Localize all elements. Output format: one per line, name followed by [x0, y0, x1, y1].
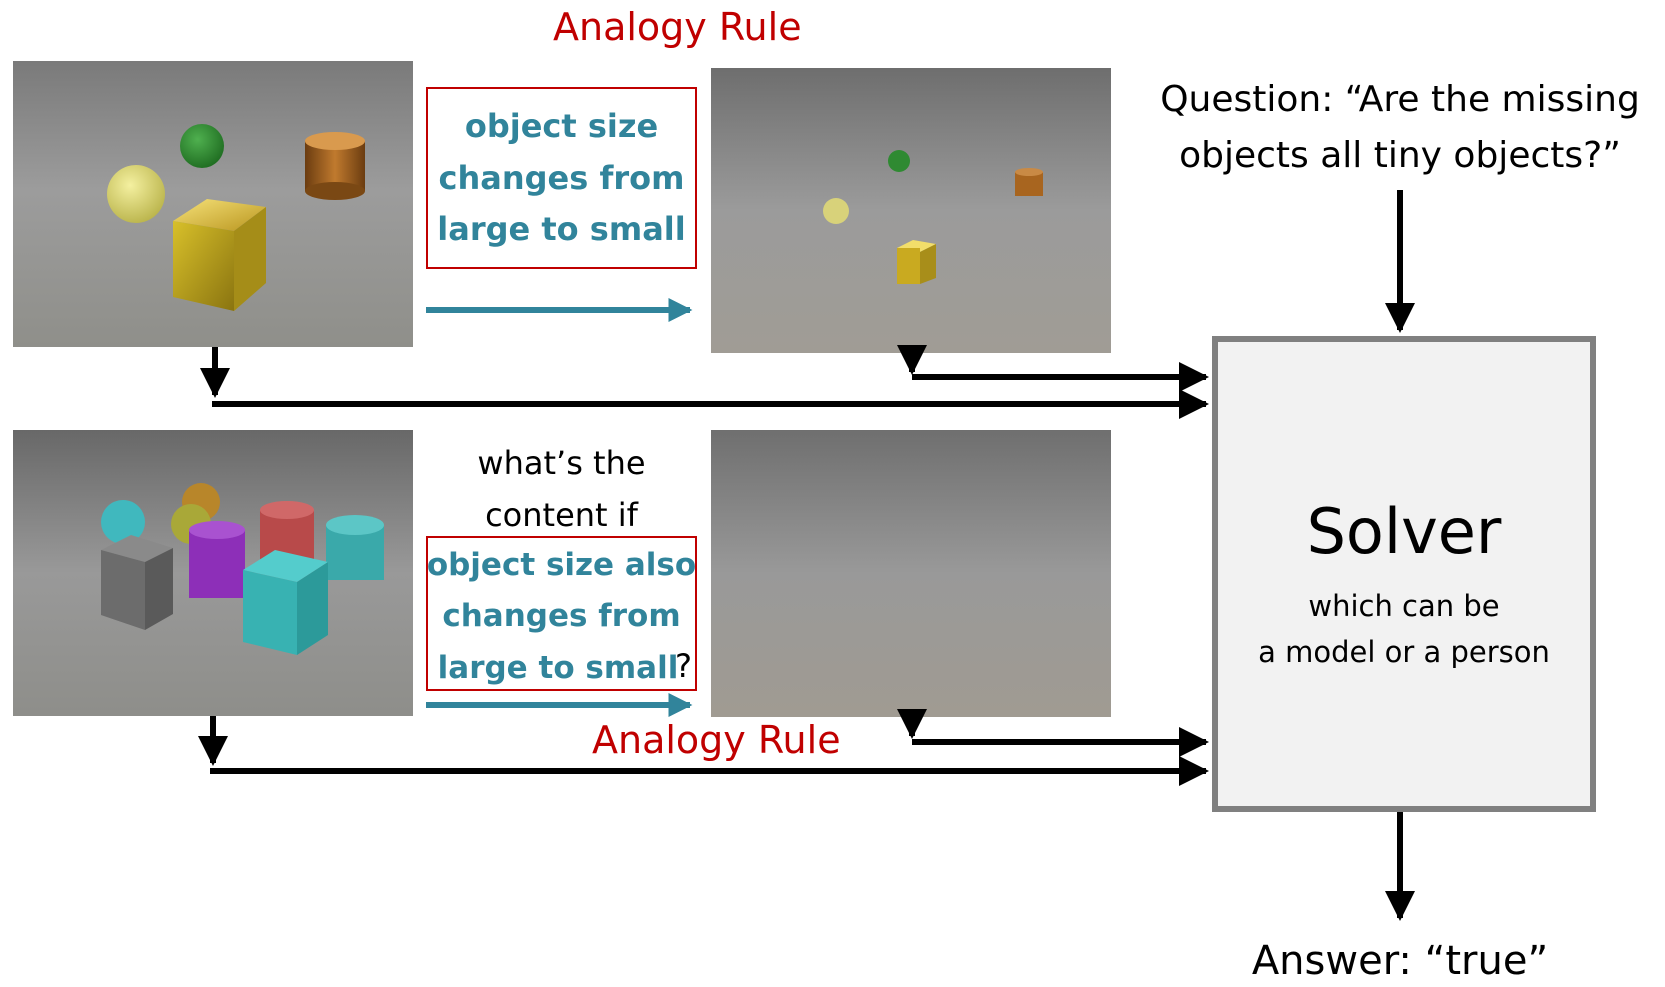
- question-line-1: Question: “Are the missing: [1160, 79, 1640, 120]
- gold-cube: [173, 199, 266, 311]
- query-intro-line-2: content if: [485, 496, 638, 534]
- analogy-rule-title-top: Analogy Rule: [553, 5, 802, 49]
- bottom-rule-line-2: changes from: [442, 598, 681, 634]
- top-rule-line-2: changes from: [438, 159, 685, 197]
- solver-box: [1212, 336, 1596, 812]
- green-sphere: [180, 124, 224, 168]
- bottom-rule-line-3: large to small: [437, 650, 679, 686]
- question-line-2: objects all tiny objects?”: [1179, 135, 1621, 176]
- solver-subtitle-line-2: a model or a person: [1258, 635, 1550, 669]
- bottom-rule-box: [426, 536, 697, 691]
- scene-image-top-left: [13, 61, 413, 347]
- answer-label: Answer: “true”: [1251, 938, 1549, 984]
- cyan-cylinder: [326, 515, 384, 580]
- scene-image-bottom-right-empty: [711, 430, 1111, 717]
- query-intro-line-1: what’s the: [477, 444, 646, 482]
- analogy-rule-title-bottom: Analogy Rule: [592, 718, 841, 762]
- red-cylinder: [260, 501, 314, 560]
- scene-render: [711, 68, 1111, 353]
- top-rule-line-1: object size: [464, 107, 659, 145]
- cyan-sphere: [101, 500, 145, 544]
- top-rule-line-3: large to small: [437, 210, 686, 248]
- scene-render: [13, 430, 413, 716]
- purple-cylinder: [189, 521, 245, 598]
- small-green-sphere: [888, 150, 910, 172]
- small-yellow-sphere: [823, 198, 849, 224]
- gray-cube: [101, 535, 173, 630]
- bronze-cylinder: [305, 132, 365, 200]
- scene-render: [13, 61, 413, 347]
- bottom-rule-question-mark: ?: [675, 647, 692, 685]
- small-gold-cube: [897, 240, 936, 284]
- top-rule-box: [426, 87, 697, 269]
- bottom-rule-line-1: object size also: [426, 547, 697, 583]
- cyan-cube: [243, 550, 328, 655]
- solver-subtitle-line-1: which can be: [1308, 589, 1500, 623]
- scene-image-bottom-left: [13, 430, 413, 716]
- scene-render: [711, 430, 1111, 717]
- small-bronze-cylinder: [1015, 168, 1043, 196]
- yellow-sphere: [107, 165, 165, 223]
- scene-image-top-right: [711, 68, 1111, 353]
- solver-title: Solver: [1306, 495, 1502, 568]
